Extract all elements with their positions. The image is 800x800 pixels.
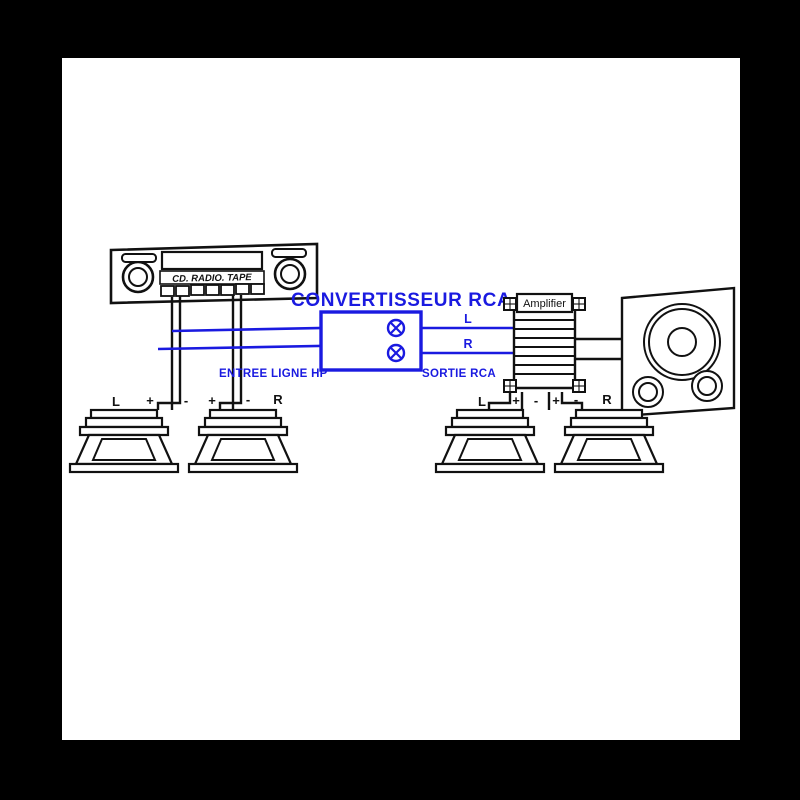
diagram-canvas: CD. RADIO. TAPE	[62, 58, 740, 740]
speaker-base	[68, 462, 180, 474]
small-driver-left-inner	[638, 382, 658, 402]
speaker-base	[553, 462, 665, 474]
speaker-top-plate	[208, 408, 278, 420]
speaker-cone	[457, 438, 523, 461]
input-label: ENTREE LIGNE HP	[219, 368, 328, 380]
preset-button[interactable]	[175, 285, 190, 297]
speaker-right-r-minus: -	[574, 392, 578, 407]
converter-title: CONVERTISSEUR RCA	[291, 290, 511, 311]
rca-output-wires	[421, 326, 514, 355]
preset-button[interactable]	[235, 283, 250, 295]
speaker-top-plate	[89, 408, 159, 420]
small-driver-right-inner	[697, 376, 717, 396]
amplifier[interactable]: Amplifier	[503, 292, 586, 393]
speaker-left-l-minus: -	[184, 393, 188, 408]
speaker-right-r[interactable]	[553, 408, 665, 474]
amplifier-terminals[interactable]	[503, 297, 586, 393]
speaker-right-l[interactable]	[434, 408, 546, 474]
speaker-left-r-label: R	[273, 392, 283, 407]
speaker-right-r-label: R	[602, 392, 612, 407]
amp-wire-l-minus	[487, 392, 512, 410]
speaker-basket-top	[78, 425, 170, 437]
volume-knob-right-inner	[280, 264, 300, 284]
speaker-left-l-label: L	[112, 394, 120, 409]
speaker-magnet	[203, 416, 283, 429]
speaker-base	[187, 462, 299, 474]
speaker-top-plate	[574, 408, 644, 420]
amplifier-label: Amplifier	[523, 298, 566, 310]
display-text-box	[159, 270, 265, 285]
rca-jacks[interactable]	[386, 318, 406, 363]
speaker-left-l[interactable]	[68, 408, 180, 474]
speaker-base	[434, 462, 546, 474]
volume-knob-left-inner	[128, 267, 148, 287]
lcd-screen	[160, 250, 264, 271]
speaker-basket-top	[444, 425, 536, 437]
rca-converter[interactable]	[319, 310, 423, 372]
amp-wire-r-plus	[560, 392, 584, 410]
speaker-magnet	[569, 416, 649, 429]
preset-button[interactable]	[250, 283, 265, 295]
head-unit-speaker-wires	[156, 295, 243, 410]
rca-jack-right-cross	[389, 346, 403, 360]
speaker-right-l-label: L	[478, 394, 486, 409]
speaker-left-l-plus: +	[146, 393, 154, 408]
preset-button[interactable]	[160, 285, 175, 297]
slot-left	[121, 253, 157, 263]
output-label: SORTIE RCA	[422, 368, 496, 380]
speaker-left-r-plus: +	[208, 393, 216, 408]
speaker-group-left: L + - + - R	[68, 392, 299, 474]
speaker-cabinet[interactable]	[620, 286, 736, 418]
speaker-right-l-minus: -	[534, 393, 538, 408]
preset-buttons[interactable]	[160, 283, 265, 297]
speaker-top-plate	[455, 408, 525, 420]
head-unit-display-label: CD. RADIO. TAPE	[172, 272, 252, 285]
slot-right	[271, 248, 307, 258]
wire-r-plus	[218, 295, 243, 410]
speaker-cone	[91, 438, 157, 461]
preset-button[interactable]	[190, 284, 205, 296]
speaker-cone	[576, 438, 642, 461]
speaker-magnet	[84, 416, 164, 429]
speaker-cone	[210, 438, 276, 461]
speaker-right-r-plus: +	[552, 393, 560, 408]
head-unit[interactable]: CD. RADIO. TAPE	[109, 242, 319, 305]
woofer-dust-cap	[667, 327, 697, 357]
converter-body[interactable]	[319, 310, 423, 372]
rca-channel-left-label: L	[464, 312, 472, 326]
terminal-hatch	[504, 298, 585, 392]
wire-l-minus	[156, 296, 182, 410]
amplifier-speaker-wires	[487, 392, 584, 410]
speaker-basket-top	[563, 425, 655, 437]
rca-channel-right-label: R	[463, 337, 472, 351]
speaker-left-r-minus: -	[246, 392, 250, 407]
wiring-diagram: CD. RADIO. TAPE	[68, 242, 736, 474]
speaker-left-r[interactable]	[187, 408, 299, 474]
speaker-basket-top	[197, 425, 289, 437]
speaker-magnet	[450, 416, 530, 429]
speaker-right-l-plus: +	[512, 393, 520, 408]
speaker-group-right: L + - + - R	[434, 392, 665, 474]
amplifier-fins	[514, 319, 575, 375]
preset-button[interactable]	[205, 284, 220, 296]
amplifier-output-wires	[575, 337, 622, 361]
rca-jack-left-cross	[389, 321, 403, 335]
preset-button[interactable]	[220, 284, 235, 296]
